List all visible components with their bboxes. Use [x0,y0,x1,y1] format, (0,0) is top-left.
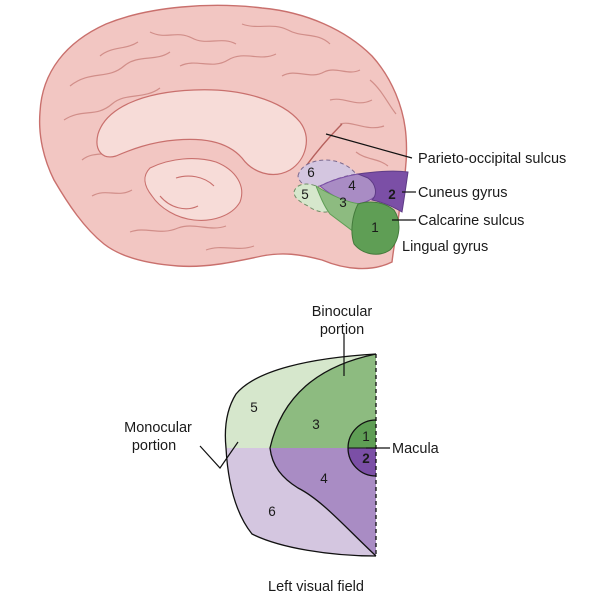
field-number-3: 3 [312,417,320,432]
label-monocular-line1: Monocular [124,420,192,436]
field-number-6: 6 [268,504,276,519]
brain-number-5: 5 [301,187,309,202]
brain-region-1 [351,201,400,255]
brain-medial-view: 6 4 2 5 3 1 Parieto-occipital sulcus Cun… [38,4,566,270]
label-lingual-gyrus: Lingual gyrus [402,239,488,255]
left-visual-field-diagram: 5 3 1 2 4 6 Binocular portion Monocular … [124,304,440,595]
label-binocular-line2: portion [320,322,364,338]
diencephalon [144,158,243,221]
field-region-1 [348,420,376,448]
field-number-5: 5 [250,400,258,415]
field-region-3 [270,354,376,448]
brain-number-2: 2 [388,187,396,202]
label-binocular-line1: Binocular [312,304,373,320]
field-number-4: 4 [320,471,328,486]
field-leader-lines [199,334,390,469]
parieto-occipital-sulcus-line [305,123,343,167]
label-cuneus-gyrus: Cuneus gyrus [418,185,507,201]
brain-number-1: 1 [371,220,379,235]
label-parieto-occipital-sulcus: Parieto-occipital sulcus [418,151,566,167]
brain-number-6: 6 [307,165,315,180]
brain-number-3: 3 [339,195,347,210]
brain-region-2 [356,170,409,213]
label-calcarine-sulcus: Calcarine sulcus [418,213,524,229]
brain-leader-lines [325,133,416,221]
field-number-1: 1 [362,429,370,444]
field-region-4 [270,448,376,556]
label-monocular-line2: portion [132,438,176,454]
corpus-callosum [96,89,307,175]
caption-left-visual-field: Left visual field [268,579,364,595]
label-macula: Macula [392,441,440,457]
field-number-2: 2 [362,451,370,466]
field-region-2 [348,448,376,476]
occipital-visual-regions [293,159,409,255]
brain-number-4: 4 [348,178,356,193]
